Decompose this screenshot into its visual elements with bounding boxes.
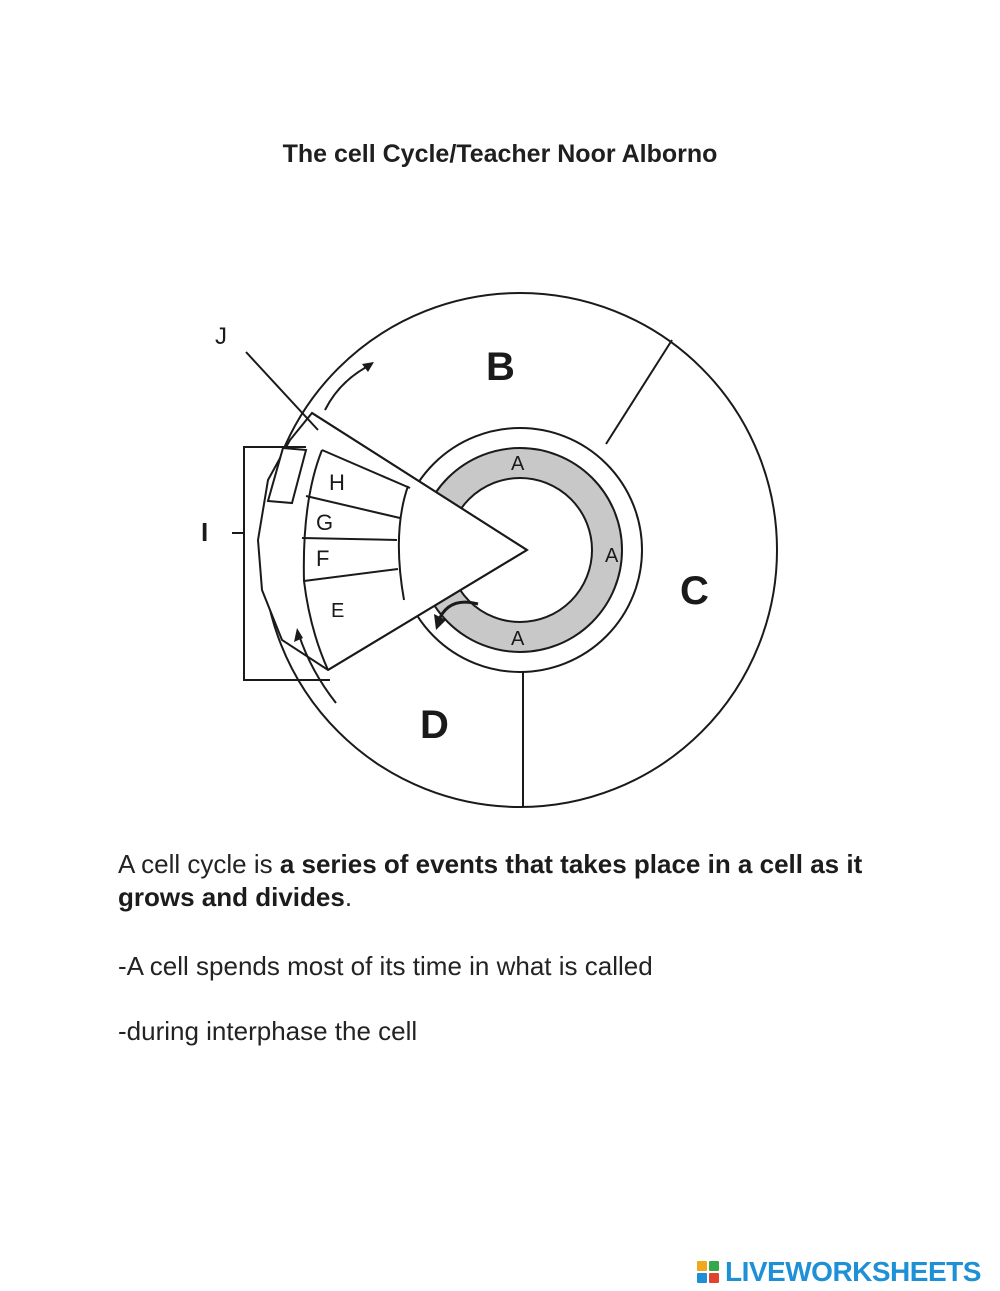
label-a-bottom: A [511,628,525,650]
j-pointer [245,351,319,431]
interphase-wedge [256,411,529,672]
inner-arrow-head [434,614,446,630]
label-j: J [215,323,227,350]
definition-paragraph: A cell cycle is a series of events that … [118,848,878,914]
page-title: The cell Cycle/Teacher Noor Alborno [282,140,718,168]
logo-square-1 [697,1261,707,1271]
question-interphase: -A cell spends most of its time in what … [118,951,653,981]
wedge-inner-arc [397,485,409,601]
logo-square-2 [709,1261,719,1271]
logo-mark-icon [697,1261,719,1283]
label-d: D [420,703,449,747]
fan-line-h-top [321,449,411,489]
wedge-edge-top [311,412,528,551]
label-e: E [331,600,344,622]
divider-b-c [605,339,673,445]
cell-cycle-diagram: A A A B C D H G F E I J [201,292,778,808]
logo-square-4 [709,1273,719,1283]
bracket-i [243,446,330,681]
label-a-right: A [605,545,619,567]
label-b: B [486,345,515,389]
definition-suffix: . [344,882,353,912]
fan-line-f-e [303,568,399,582]
label-f: F [316,546,329,571]
arrow-top [324,363,373,411]
arrow-top-head [362,362,374,372]
arrow-bottom-head [294,628,303,642]
logo-text: LIVEWORKSHEETS [725,1256,981,1287]
fan-line-g-f [301,537,398,541]
definition-bold: a series of events that takes place in a… [118,849,863,912]
liveworksheets-logo: LIVEWORKSHEETS [697,1255,981,1289]
definition-prefix: A cell cycle is [118,849,280,879]
label-i: I [201,517,208,547]
label-c: C [680,569,709,613]
arrow-bottom [297,631,337,704]
fan-outer-edge [302,449,329,671]
j-bar [266,446,308,505]
wedge-edge-bottom [327,549,528,671]
label-a-top: A [511,453,525,475]
question-during-interphase: -during interphase the cell [118,1016,418,1046]
label-g: G [316,510,333,535]
logo-square-3 [697,1273,707,1283]
fan-line-h-g [305,495,401,519]
label-h: H [329,470,345,495]
